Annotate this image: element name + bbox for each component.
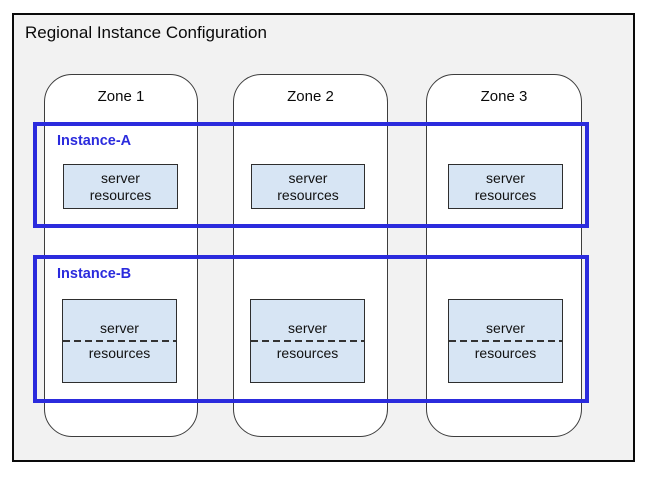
instance-b-box: Instance-B xyxy=(33,255,589,403)
server-resources-label-line2: resources xyxy=(89,186,152,203)
server-resources-label-line1: server xyxy=(288,320,327,337)
server-resources-label-line1: server xyxy=(288,169,328,186)
zone-3-label: Zone 3 xyxy=(480,88,528,105)
instance-b-label: Instance-B xyxy=(57,266,132,282)
server-resources-label-line1: server xyxy=(486,320,525,337)
server-resources-label-line2: resources xyxy=(277,186,339,203)
server-resources-label-line1: server xyxy=(100,320,139,337)
zone-1-label: Zone 1 xyxy=(97,88,145,105)
diagram-title: Regional Instance Configuration xyxy=(25,23,267,42)
server-resources-label-line2: resources xyxy=(474,186,537,203)
dashed-split-divider xyxy=(449,340,562,342)
server-resources-box-b-zone2: server resources xyxy=(250,299,365,383)
server-resources-box-b-zone3: server resources xyxy=(448,299,563,383)
instance-a-box: Instance-A xyxy=(33,122,589,228)
server-resources-label-line2: resources xyxy=(474,344,537,361)
instance-a-label: Instance-A xyxy=(57,133,132,149)
server-resources-label-line1: server xyxy=(486,169,525,186)
dashed-split-divider xyxy=(63,340,176,342)
server-resources-box-b-zone1: server resources xyxy=(62,299,177,383)
server-resources-box-a-zone2: server resources xyxy=(251,164,365,209)
dashed-split-divider xyxy=(251,340,364,342)
server-resources-box-a-zone3: server resources xyxy=(448,164,563,209)
server-resources-label-line1: server xyxy=(101,169,140,186)
server-resources-label-line2: resources xyxy=(88,344,151,361)
server-resources-box-a-zone1: server resources xyxy=(63,164,178,209)
zone-2-label: Zone 2 xyxy=(287,88,334,105)
server-resources-label-line2: resources xyxy=(276,344,339,361)
